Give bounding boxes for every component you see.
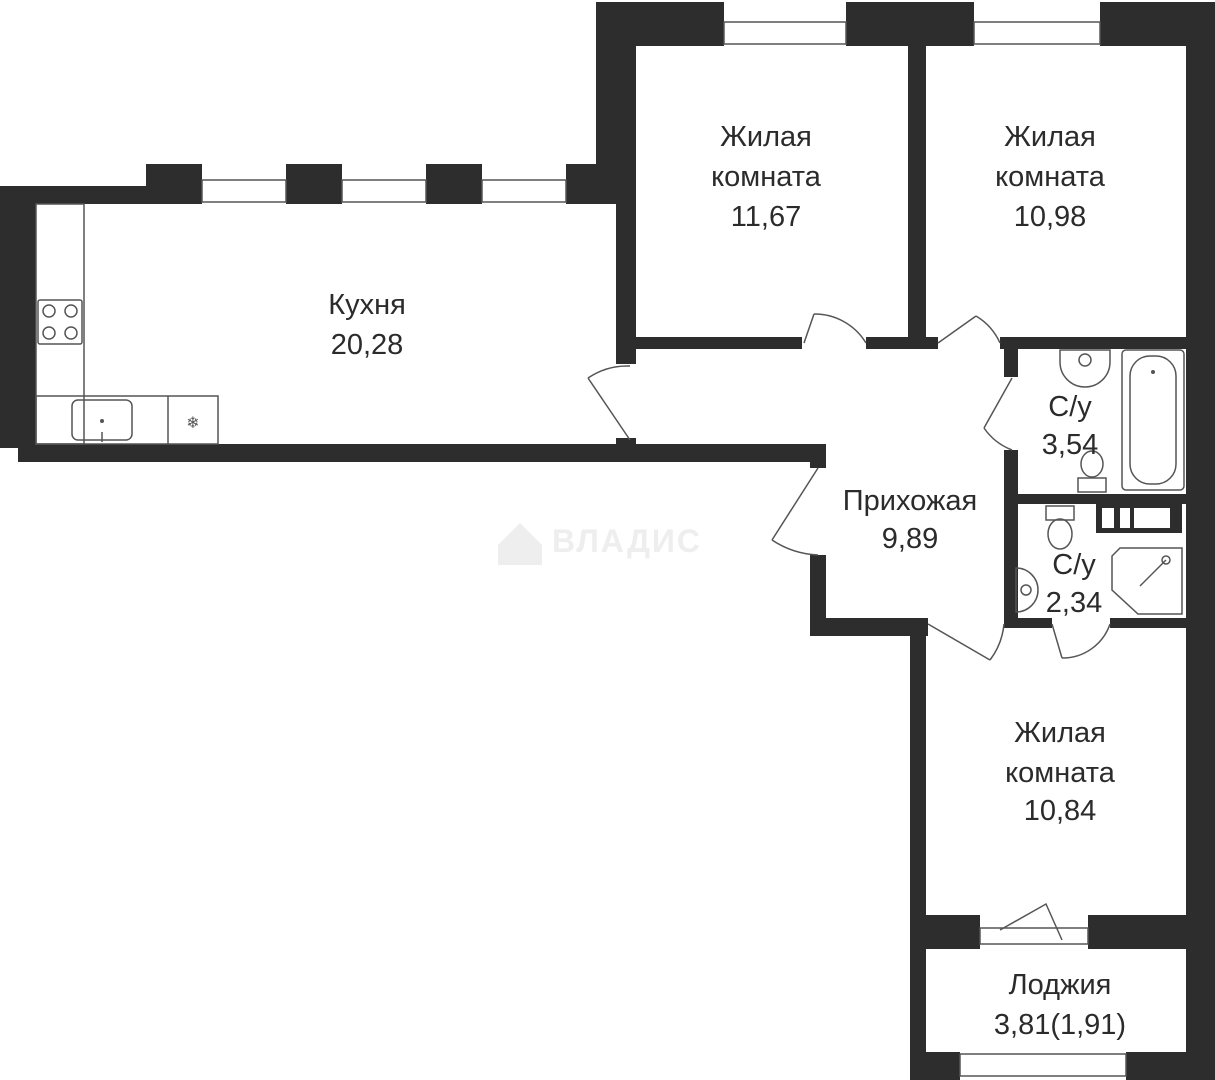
room-name: комната [711, 161, 822, 193]
room-kitchen: Кухня 20,28 [328, 289, 406, 361]
room-name: Жилая [720, 121, 812, 153]
room-bathroom-1: С/у 3,54 [1042, 391, 1098, 461]
door-swing [999, 902, 1063, 941]
fridge-icon: ❄ [167, 396, 200, 444]
door-swing [771, 467, 819, 556]
room-hallway: Прихожая 9,89 [843, 485, 977, 555]
room-living-1: Жилая комната 11,67 [711, 121, 822, 233]
kitchen-fixtures: ❄ [35, 203, 219, 445]
doors [587, 313, 1111, 941]
room-name: Кухня [328, 289, 406, 321]
room-loggia: Лоджия 3,81(1,91) [994, 969, 1126, 1041]
sink-icon [71, 399, 133, 442]
room-area: 3,54 [1042, 429, 1098, 461]
door-swing [927, 623, 1005, 661]
window [723, 21, 847, 45]
toilet-icon [1077, 450, 1107, 493]
window [481, 179, 567, 203]
window [979, 927, 1089, 945]
window [959, 1053, 1127, 1077]
watermark-house-icon [498, 523, 542, 565]
door-swing [587, 365, 631, 441]
room-name: комната [1005, 757, 1116, 789]
room-name: Жилая [1014, 717, 1106, 749]
room-area: 10,98 [1014, 201, 1087, 233]
window [341, 179, 427, 203]
door-swing [937, 315, 1001, 344]
window [973, 21, 1101, 45]
room-bathroom-2: С/у 2,34 [1046, 549, 1102, 619]
watermark-text: ВЛАДИС [552, 523, 702, 559]
washbasin-icon [1059, 349, 1111, 388]
toilet-icon [1045, 505, 1075, 550]
door-swing [983, 377, 1013, 451]
room-area: 9,89 [882, 523, 938, 555]
room-area: 11,67 [731, 201, 801, 233]
room-name: С/у [1048, 391, 1092, 423]
shower-icon [1111, 547, 1183, 615]
room-name: Жилая [1004, 121, 1096, 153]
stove-icon [37, 299, 83, 345]
room-name: С/у [1052, 549, 1096, 581]
bathroom-fixtures [1015, 349, 1185, 615]
svg-text:❄: ❄ [186, 413, 199, 432]
room-area: 10,84 [1024, 795, 1097, 827]
watermark: ВЛАДИС [498, 523, 702, 565]
room-living-3: Жилая комната 10,84 [1005, 717, 1116, 827]
room-area: 3,81(1,91) [994, 1009, 1126, 1041]
bathtub-icon [1121, 349, 1185, 491]
room-living-2: Жилая комната 10,98 [995, 121, 1106, 233]
room-area: 2,34 [1046, 587, 1102, 619]
room-name: комната [995, 161, 1106, 193]
washbasin-icon [1015, 567, 1039, 613]
door-swing [1051, 623, 1111, 659]
counter [35, 395, 219, 445]
room-name: Лоджия [1009, 969, 1112, 1001]
room-area: 20,28 [331, 329, 404, 361]
counter [35, 203, 85, 445]
windows [201, 21, 1127, 1077]
room-name: Прихожая [843, 485, 977, 517]
door-swing [803, 313, 867, 344]
window [201, 179, 287, 203]
washing-machine-icon [1096, 503, 1182, 533]
